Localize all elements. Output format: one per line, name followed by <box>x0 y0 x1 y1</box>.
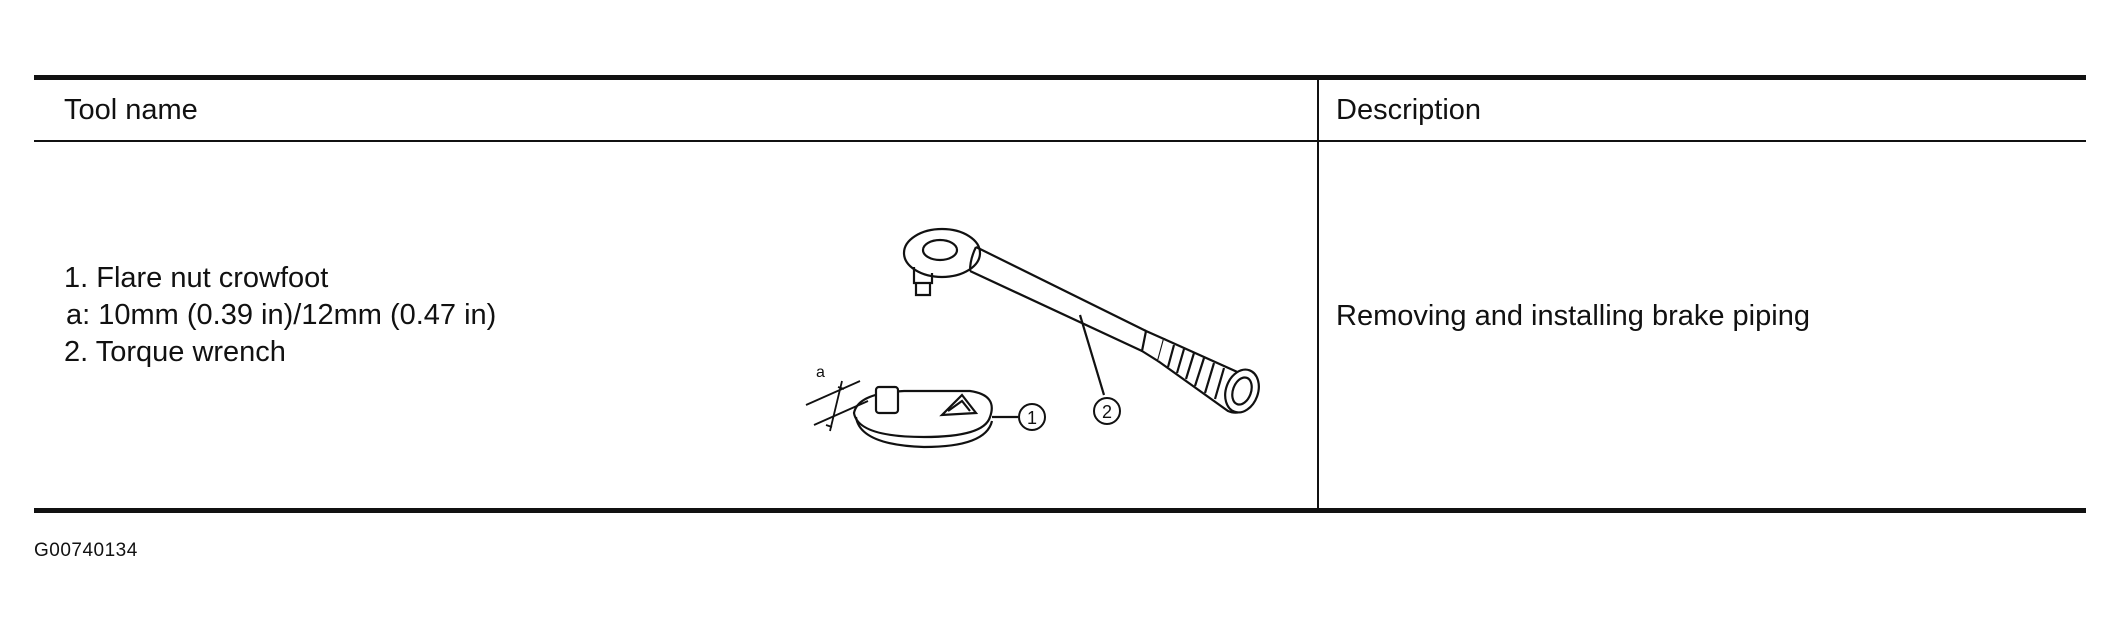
header-divider-rule <box>34 140 2086 142</box>
callout-1: 1 <box>1018 403 1046 431</box>
tool-item-1-size: a: 10mm (0.39 in)/12mm (0.47 in) <box>66 299 497 331</box>
column-divider <box>1317 80 1319 508</box>
tool-item-2: 2. Torque wrench <box>64 336 286 368</box>
tool-illustration: 2 1 a <box>805 227 1260 449</box>
tool-item-1: 1. Flare nut crowfoot <box>64 262 329 294</box>
dimension-a-marker <box>805 380 869 432</box>
tool-name-cell: 1. Flare nut crowfoot a: 10mm (0.39 in)/… <box>64 260 496 371</box>
callout-2: 2 <box>1093 397 1121 425</box>
torque-wrench-icon <box>902 227 1260 414</box>
table-top-rule <box>34 75 2086 80</box>
header-tool-name: Tool name <box>64 93 198 126</box>
flare-nut-crowfoot-icon <box>852 385 1018 449</box>
header-description: Description <box>1336 93 1482 126</box>
svg-text:1: 1 <box>1027 408 1037 428</box>
svg-text:2: 2 <box>1102 402 1112 422</box>
special-tool-table: Tool name Description 1. Flare nut crowf… <box>34 75 2086 513</box>
table-bottom-rule <box>34 508 2086 513</box>
figure-id: G00740134 <box>34 540 138 561</box>
dimension-a-label: a <box>816 364 825 381</box>
description-cell: Removing and installing brake piping <box>1336 300 1810 332</box>
